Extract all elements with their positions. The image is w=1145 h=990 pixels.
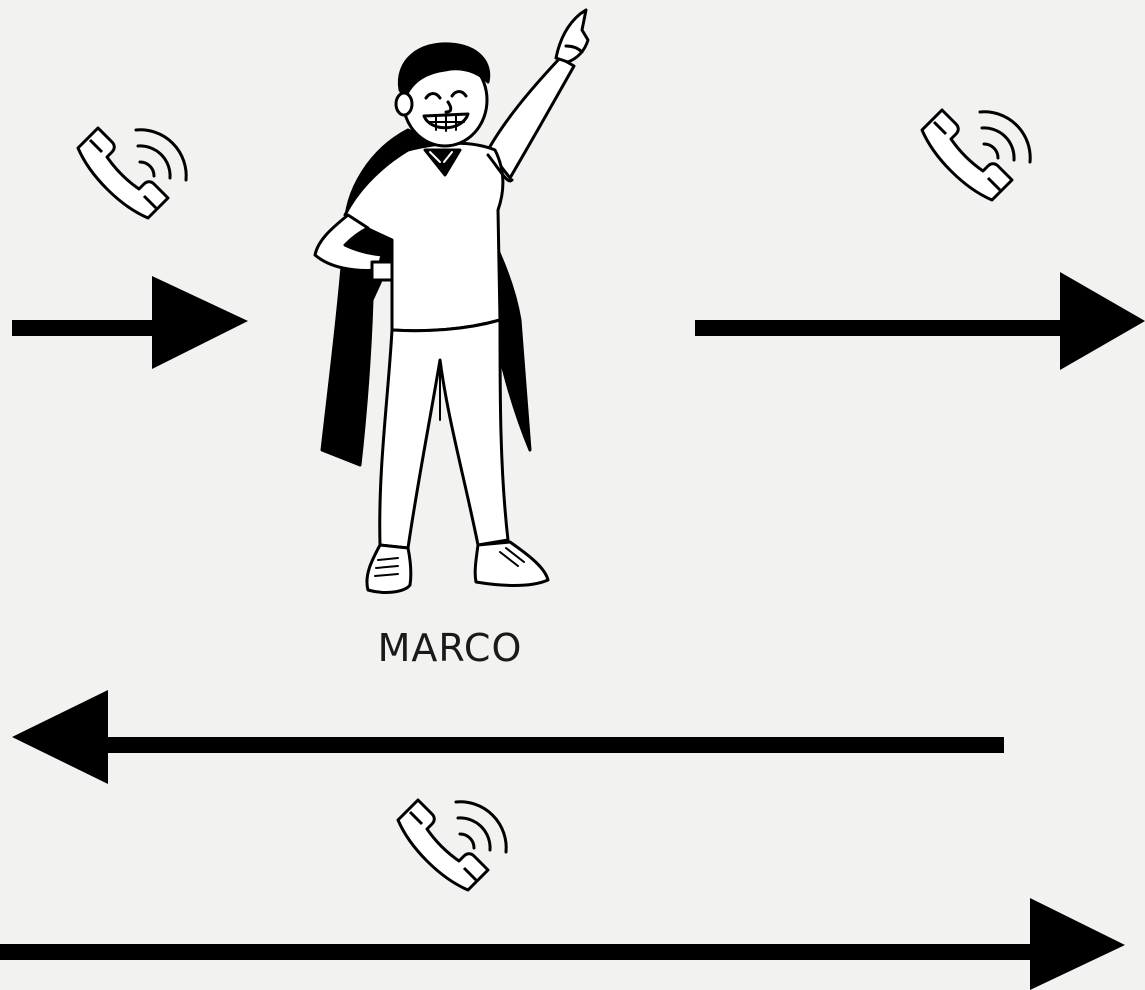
arrow-right-incoming bbox=[12, 276, 248, 369]
phone-ringing-icon bbox=[922, 110, 1030, 200]
person-figure bbox=[315, 10, 588, 592]
phone-ringing-icon bbox=[398, 800, 506, 890]
arrow-right-outgoing bbox=[695, 272, 1145, 370]
arrow-left-return bbox=[12, 690, 1004, 784]
person-name-label: MARCO bbox=[300, 626, 600, 670]
phone-ringing-icon bbox=[78, 128, 186, 218]
arrow-right-bottom bbox=[0, 898, 1125, 990]
